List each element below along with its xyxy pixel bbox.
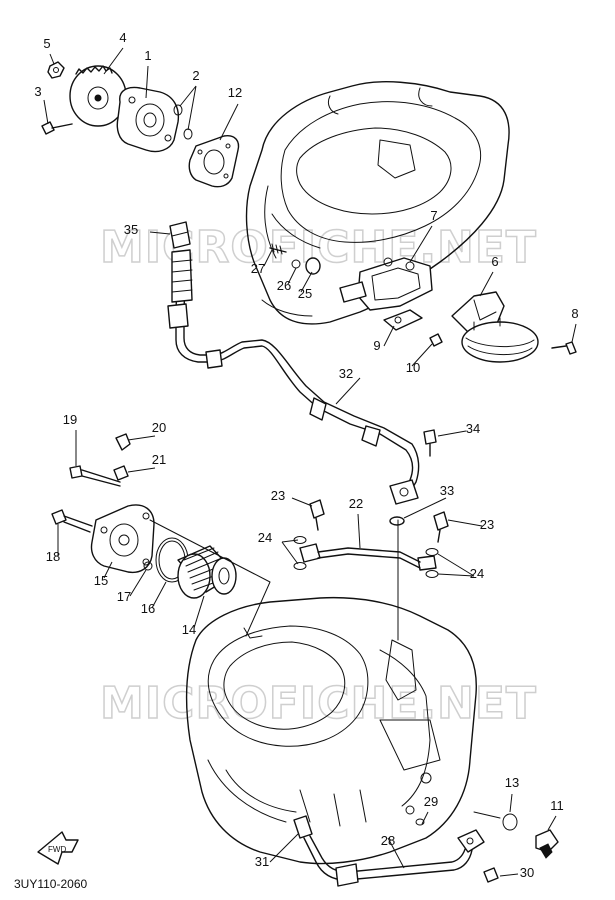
callout-4: 4: [119, 30, 126, 45]
callout-5: 5: [43, 36, 50, 51]
callout-17: 17: [117, 589, 131, 604]
callout-7: 7: [430, 208, 437, 223]
callout-35: 35: [124, 222, 138, 237]
callout-2: 2: [192, 68, 199, 83]
callout-24: 24: [258, 530, 272, 545]
callout-layer: 1234567891011121314151617181920212223232…: [34, 30, 578, 880]
callout-1: 1: [144, 48, 151, 63]
callout-34: 34: [466, 421, 480, 436]
callout-19: 19: [63, 412, 77, 427]
callout-14: 14: [182, 622, 196, 637]
forward-arrow-label: FWD: [48, 845, 66, 854]
callout-6: 6: [491, 254, 498, 269]
callout-29: 29: [424, 794, 438, 809]
callout-9: 9: [373, 338, 380, 353]
callout-20: 20: [152, 420, 166, 435]
oil-strainer: [451, 291, 539, 363]
callout-11: 11: [550, 798, 564, 813]
callout-10: 10: [406, 360, 420, 375]
callout-30: 30: [520, 865, 534, 880]
callout-15: 15: [94, 573, 108, 588]
oil-pump: [41, 61, 240, 188]
callout-18: 18: [46, 549, 60, 564]
callout-8: 8: [571, 306, 578, 321]
callout-25: 25: [298, 286, 312, 301]
diagram-code: 3UY110-2060: [14, 877, 87, 891]
callout-33: 33: [440, 483, 454, 498]
callout-24: 24: [470, 566, 484, 581]
lower-crankcase: [185, 596, 559, 865]
callout-31: 31: [255, 854, 269, 869]
callout-12: 12: [228, 85, 242, 100]
bolts-34-33: [389, 429, 437, 526]
callout-23: 23: [480, 517, 494, 532]
callout-21: 21: [152, 452, 166, 467]
oil-pipe-22: [293, 499, 449, 641]
callout-28: 28: [381, 833, 395, 848]
callout-32: 32: [339, 366, 353, 381]
callout-22: 22: [349, 496, 363, 511]
callout-23: 23: [271, 488, 285, 503]
callout-13: 13: [505, 775, 519, 790]
small-fasteners-top: [269, 243, 577, 355]
callout-26: 26: [277, 278, 291, 293]
callout-3: 3: [34, 84, 41, 99]
forward-arrow: FWD: [37, 831, 79, 865]
oil-pipe-28: [293, 815, 499, 887]
upper-crankcase: [245, 81, 510, 325]
callout-16: 16: [141, 601, 155, 616]
callout-27: 27: [251, 261, 265, 276]
leader-lines: [43, 47, 577, 877]
oil-pipe-32: [167, 221, 420, 505]
oil-filter-group: [51, 433, 271, 637]
